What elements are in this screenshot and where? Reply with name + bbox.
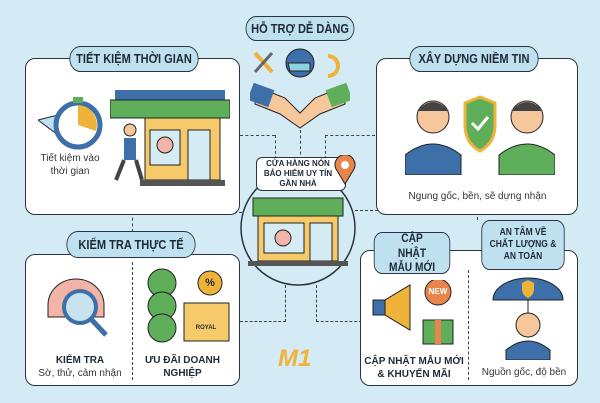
return-arrow-icon [327,54,340,78]
connector [316,285,362,322]
helmet-icon [285,48,315,78]
brand-logo: M1 [278,345,312,372]
panel-title: TIẾT KIỆM THỜI GIAN [69,46,199,72]
check-caption: Sờ, thử, cảm nhận [38,368,122,379]
quality-caption: Nguồn gốc, độ bền [481,367,567,378]
new-models-caption: CẬP NHẬT MẪU MỚI & KHUYẾN MÃI [364,356,464,380]
header-title: HỖ TRỢ DỄ DÀNG [245,16,355,41]
box-icon [183,302,230,342]
center-store [240,170,356,286]
center-label [256,157,346,191]
divider [132,262,133,380]
connector [240,285,286,322]
connector [300,130,301,160]
caption: Tiết kiệm vào thời gian [40,153,100,177]
shop-icon [110,90,230,186]
panel-title: KIỂM TRA THỰC TẾ [66,231,196,258]
handshake-icon [254,85,346,129]
connector [132,212,242,232]
discount-badge-icon [197,270,223,296]
connector [325,135,375,175]
megaphone-gift-icon [372,280,454,345]
center-title: CỬA HÀNG NÓN BẢO HIỂM UY TÍN GẦN NHÀ [263,159,333,188]
new-badge: NEW [428,287,448,296]
helmet-stack-icon [147,268,230,343]
box-label: ROYAL [195,325,217,331]
divider [468,270,469,380]
caption: Ngung gốc, bền, sẽ dựng nhận [408,191,547,202]
trust-people-icon [405,95,555,175]
panel-title-quality: AN TÂM VỀ CHẤT LƯỢNG & AN TOÀN [481,220,565,270]
shield-check-icon [463,95,497,153]
location-pin-icon [334,155,356,185]
running-person-icon [114,123,144,181]
new-badge-icon [424,280,452,306]
discount-badge: % [205,277,215,289]
stopwatch-icon [38,97,103,150]
check-title: KIỂM TRA [55,355,105,366]
support-icons [250,48,350,129]
panel-title: XÂY DỰNG NIỀM TIN [409,46,539,72]
discount-title: ƯU ĐÃI DOANH NGHIỆP [145,355,220,379]
helmet-magnifier-icon [47,278,108,337]
tools-icon [253,51,274,74]
umbrella-person-icon [492,277,564,360]
shield-icon [522,280,534,298]
connector [240,135,275,136]
connector [275,135,276,175]
gift-icon [422,319,454,345]
panel-title: CẬP NHẬT MẪU MỚI [373,231,451,274]
